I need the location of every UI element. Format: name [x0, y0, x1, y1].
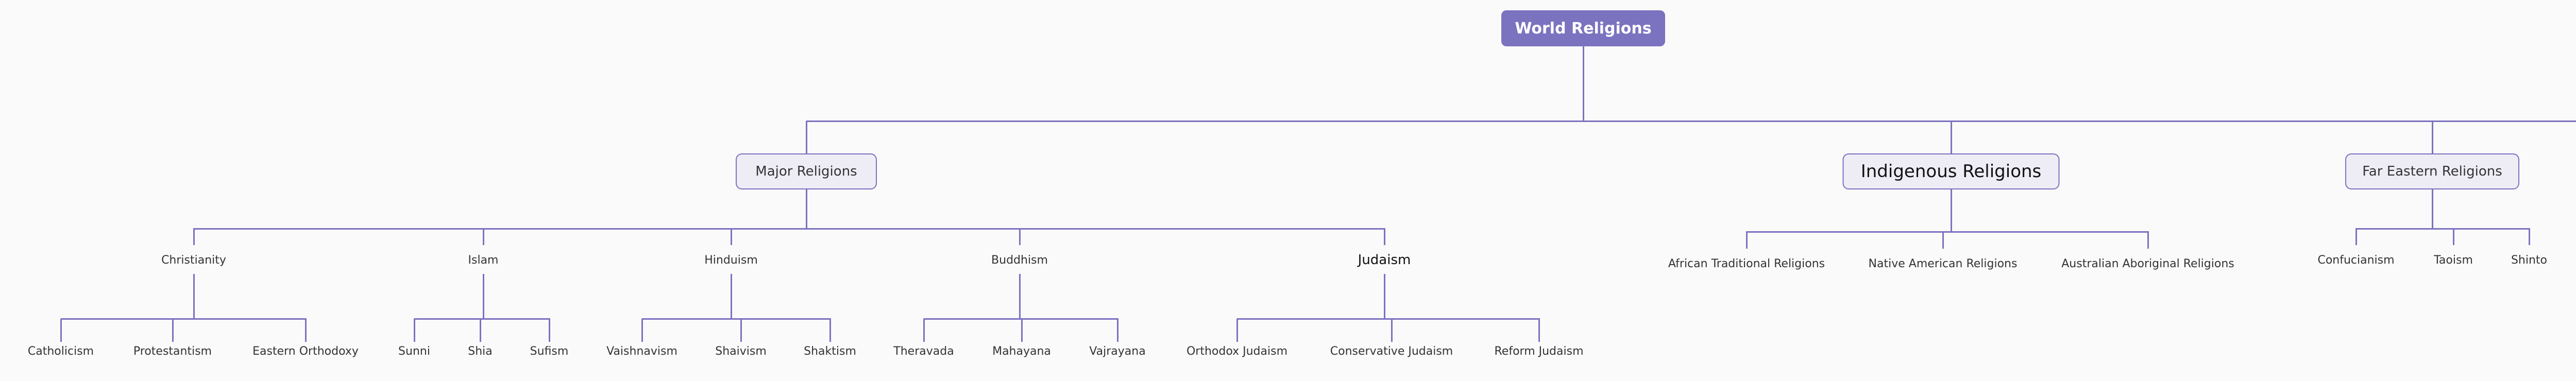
- connector-judaism: [1384, 228, 1385, 245]
- node-judaism[interactable]: Judaism: [1358, 252, 1411, 268]
- connector-vajrayana: [1117, 319, 1118, 342]
- connector-judaism-bus: [1237, 318, 1540, 320]
- connector-confucianism: [2355, 228, 2357, 245]
- node-shia[interactable]: Shia: [468, 344, 493, 358]
- node-conservative-judaism[interactable]: Conservative Judaism: [1330, 344, 1453, 358]
- connector-vaishnavism: [641, 319, 643, 342]
- node-taoism[interactable]: Taoism: [2434, 253, 2473, 267]
- connector-major-religions-bus: [194, 228, 1385, 230]
- connector-indigenous-religions-bus: [1747, 231, 2149, 233]
- connector-christianity: [193, 228, 195, 245]
- connector-reform-judaism: [1538, 319, 1540, 342]
- node-vajrayana[interactable]: Vajrayana: [1089, 344, 1146, 358]
- connector-sufism: [549, 319, 550, 342]
- connector-shaivism: [740, 319, 742, 342]
- node-indigenous-religions[interactable]: Indigenous Religions: [1842, 153, 2060, 189]
- node-islam[interactable]: Islam: [468, 253, 499, 267]
- connector-indigenous-religions: [1951, 121, 1952, 153]
- connector-mahayana: [1021, 319, 1023, 342]
- connector-hinduism-bus: [642, 318, 831, 320]
- node-vaishnavism[interactable]: Vaishnavism: [606, 344, 677, 358]
- connector-shinto: [2529, 228, 2530, 245]
- connector-theravada: [923, 319, 925, 342]
- connector-shaktism: [829, 319, 831, 342]
- node-australian-aboriginal-religions[interactable]: Australian Aboriginal Religions: [2061, 257, 2234, 270]
- connector-christianity-down: [193, 274, 195, 319]
- connector-african-traditional-religions: [1746, 231, 1748, 249]
- node-shaivism[interactable]: Shaivism: [715, 344, 767, 358]
- node-sunni[interactable]: Sunni: [398, 344, 430, 358]
- node-native-american-religions[interactable]: Native American Religions: [1868, 257, 2018, 270]
- node-reform-judaism[interactable]: Reform Judaism: [1494, 344, 1584, 358]
- connector-far-eastern-religions-down: [2432, 189, 2433, 228]
- connector-hinduism: [731, 228, 732, 245]
- connector-native-american-religions: [1942, 231, 1944, 249]
- connector-islam: [483, 228, 484, 245]
- connector-level1-bus: [806, 120, 2576, 122]
- connector-islam-bus: [414, 318, 550, 320]
- node-protestantism[interactable]: Protestantism: [133, 344, 212, 358]
- connector-major-religions-down: [806, 189, 807, 228]
- connector-far-eastern-religions: [2432, 121, 2433, 153]
- connector-indigenous-religions-down: [1951, 189, 1952, 231]
- node-shinto[interactable]: Shinto: [2511, 253, 2548, 267]
- connector-judaism-down: [1384, 274, 1385, 319]
- node-mahayana[interactable]: Mahayana: [992, 344, 1051, 358]
- connector-catholicism: [60, 319, 62, 342]
- connector-orthodox-judaism: [1236, 319, 1238, 342]
- node-far-eastern-religions[interactable]: Far Eastern Religions: [2345, 153, 2519, 189]
- node-christianity[interactable]: Christianity: [161, 253, 226, 267]
- connector-protestantism: [172, 319, 174, 342]
- connector-buddhism-down: [1019, 274, 1021, 319]
- connector-hinduism-down: [731, 274, 732, 319]
- connector-sunni: [414, 319, 415, 342]
- node-african-traditional-religions[interactable]: African Traditional Religions: [1668, 257, 1825, 270]
- connector-major-religions: [806, 121, 807, 153]
- node-theravada[interactable]: Theravada: [893, 344, 954, 358]
- connector-taoism: [2453, 228, 2454, 245]
- node-major-religions[interactable]: Major Religions: [736, 153, 877, 189]
- connector-root: [1583, 46, 1584, 121]
- connector-islam-down: [483, 274, 484, 319]
- connector-buddhism: [1019, 228, 1021, 245]
- node-eastern-orthodoxy[interactable]: Eastern Orthodoxy: [252, 344, 359, 358]
- connector-conservative-judaism: [1391, 319, 1393, 342]
- node-orthodox-judaism[interactable]: Orthodox Judaism: [1186, 344, 1288, 358]
- connector-australian-aboriginal-religions: [2147, 231, 2149, 249]
- node-catholicism[interactable]: Catholicism: [27, 344, 94, 358]
- connector-shia: [480, 319, 481, 342]
- node-sufism[interactable]: Sufism: [530, 344, 569, 358]
- root-node-world-religions[interactable]: World Religions: [1501, 10, 1665, 46]
- connector-christianity-bus: [61, 318, 307, 320]
- node-confucianism[interactable]: Confucianism: [2317, 253, 2395, 267]
- connector-far-eastern-religions-bus: [2356, 228, 2530, 230]
- node-buddhism[interactable]: Buddhism: [991, 253, 1048, 267]
- node-hinduism[interactable]: Hinduism: [704, 253, 758, 267]
- connector-eastern-orthodoxy: [305, 319, 307, 342]
- node-shaktism[interactable]: Shaktism: [804, 344, 856, 358]
